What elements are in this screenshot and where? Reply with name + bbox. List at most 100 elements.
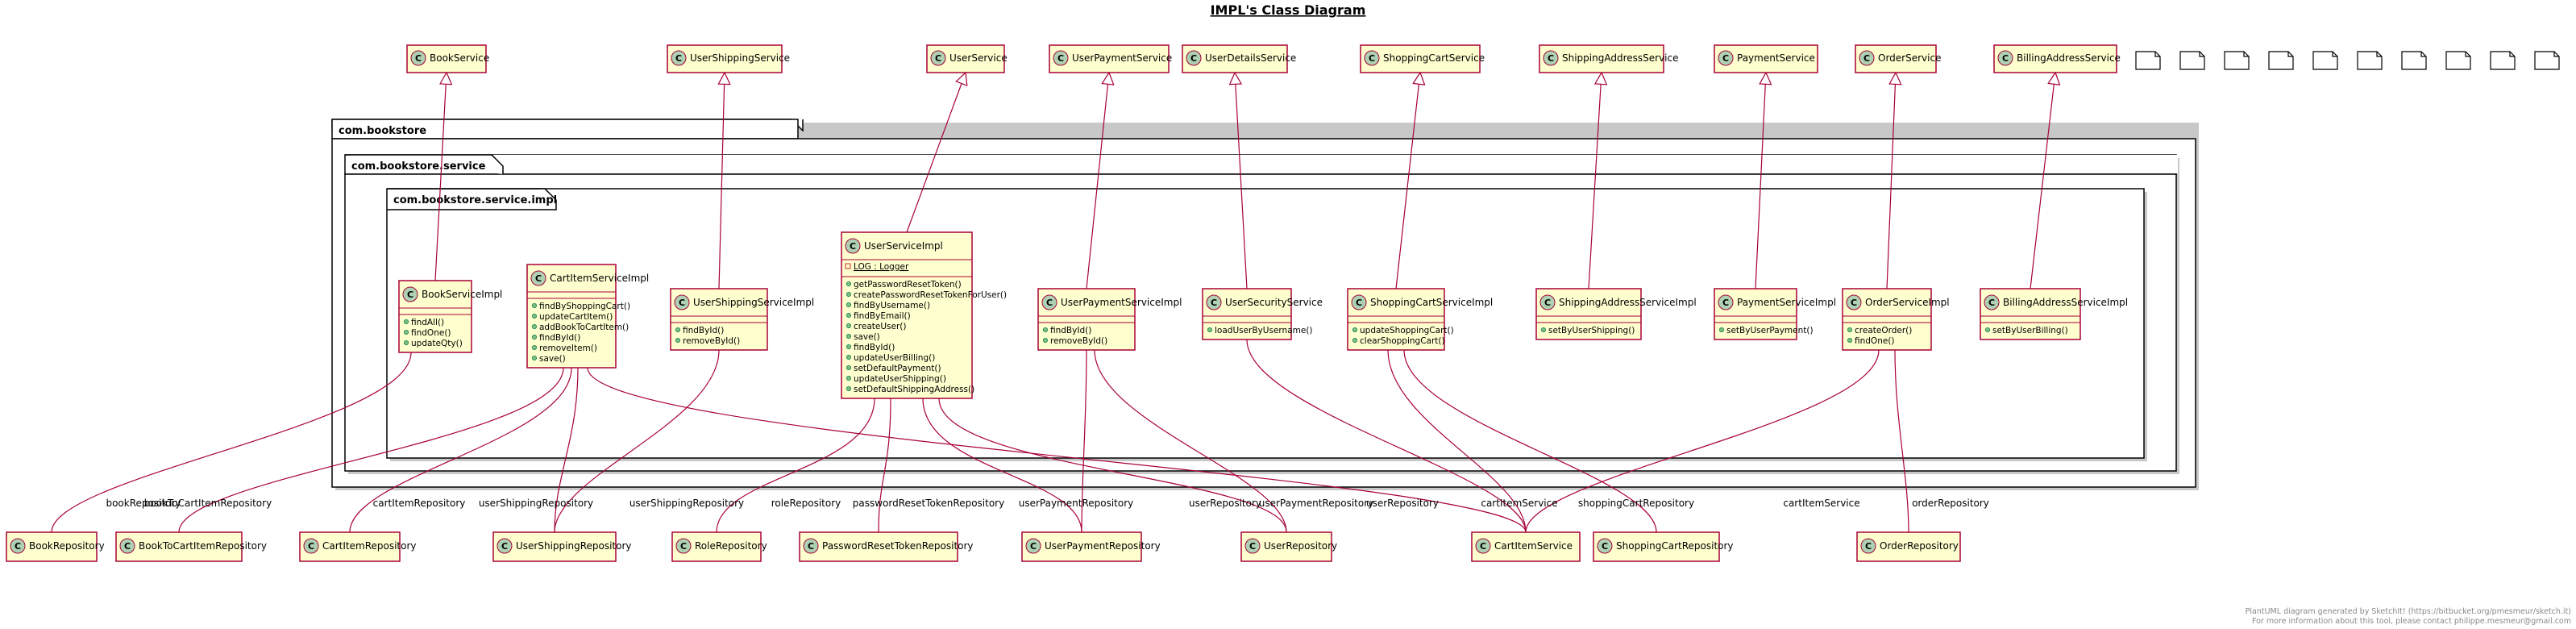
relation-label: cartItemService <box>1481 498 1557 509</box>
class-name: UserSecurityService <box>1225 297 1323 308</box>
association-line <box>1404 350 1657 533</box>
class-name: OrderServiceImpl <box>1865 297 1950 308</box>
relation-label: userRepository <box>1366 498 1439 509</box>
public-method-icon <box>675 327 681 332</box>
implements-arrow <box>1235 73 1248 290</box>
class-stereotype-c-icon <box>1718 50 1734 66</box>
public-method-icon <box>846 344 852 349</box>
class-stereotype-c-icon <box>1859 50 1875 66</box>
class-method: createUser() <box>854 322 906 331</box>
class-stereotype-c-icon <box>1860 538 1876 554</box>
class-method: findOne() <box>1855 336 1895 346</box>
class-stereotype-c-icon <box>497 538 513 554</box>
public-method-icon <box>1352 337 1358 343</box>
class-stereotype-c-icon <box>1041 294 1057 310</box>
package-label-outer: com.bookstore <box>339 125 426 137</box>
class-stereotype-c-icon: C <box>1602 541 1608 552</box>
class-stereotype-c-icon: C <box>1722 298 1729 308</box>
notes <box>2135 51 2560 70</box>
relation-label: userShippingRepository <box>629 498 744 509</box>
class-stereotype-c-icon <box>1539 294 1556 310</box>
association-line <box>1895 350 1909 533</box>
repository-name: UserPaymentRepository <box>1045 540 1161 552</box>
class-stereotype-c-icon <box>410 50 426 66</box>
class-stereotype-c-icon: C <box>1356 298 1362 308</box>
class-method: updateShoppingCart() <box>1360 326 1454 335</box>
association-line <box>1247 339 1527 533</box>
class-method: findById() <box>539 333 580 343</box>
interface-name: OrderService <box>1878 52 1941 64</box>
public-method-icon <box>846 323 852 328</box>
class-stereotype-c-icon <box>1025 538 1041 554</box>
public-method-icon <box>846 312 852 318</box>
association-line <box>178 368 563 533</box>
class-name: UserPaymentServiceImpl <box>1061 297 1182 308</box>
public-method-icon <box>532 313 538 319</box>
package-label-middle: com.bookstore.service <box>351 160 486 173</box>
association-line <box>878 398 891 533</box>
public-method-icon <box>846 302 852 307</box>
class-method: save() <box>539 354 566 364</box>
public-method-icon <box>403 329 409 335</box>
class-stereotype-c-icon: C <box>808 541 814 552</box>
class-method: findById() <box>854 343 895 352</box>
class-method: addBookToCartItem() <box>539 323 629 332</box>
class-method: setByUserBilling() <box>1992 326 2068 335</box>
interface-name: BookService <box>430 52 489 64</box>
public-method-icon <box>1043 337 1049 343</box>
implements-arrow <box>719 73 725 290</box>
public-method-icon <box>1352 327 1358 332</box>
class-method: setDefaultPayment() <box>854 364 941 373</box>
implements-arrow <box>2030 73 2055 290</box>
class-stereotype-c-icon: C <box>1988 298 1995 308</box>
class-stereotype-c-icon: C <box>1211 298 1217 308</box>
association-line <box>1525 350 1879 533</box>
public-method-icon <box>846 364 852 370</box>
repository-name: BookToCartItemRepository <box>139 540 267 552</box>
class-method: updateUserShipping() <box>854 374 946 384</box>
class-stereotype-c-icon: C <box>1544 298 1551 308</box>
interface-name: ShippingAddressService <box>1562 52 1679 64</box>
interface-name: PaymentService <box>1737 52 1815 64</box>
class-stereotype-c-icon <box>1597 538 1613 554</box>
class-stereotype-c-icon: C <box>1480 541 1486 552</box>
class-stereotype-c-icon: C <box>850 241 856 252</box>
relation-label: userRepository <box>1189 498 1261 509</box>
class-stereotype-c-icon: C <box>680 541 687 552</box>
class-name: ShippingAddressServiceImpl <box>1559 297 1697 308</box>
